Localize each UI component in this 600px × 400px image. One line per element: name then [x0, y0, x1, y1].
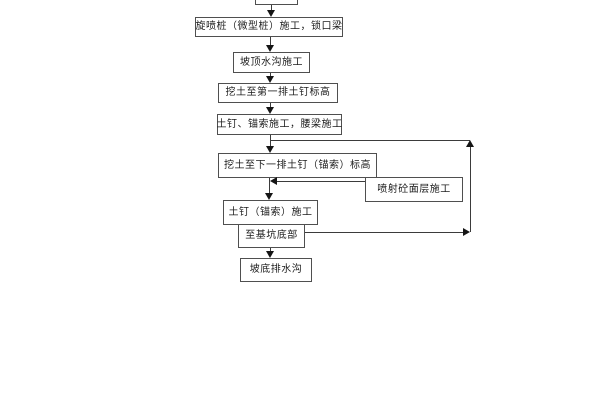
connector-line	[271, 5, 272, 12]
shotcrete-connector-line	[277, 181, 365, 182]
arrow-left-icon	[270, 177, 277, 185]
connector-line	[270, 73, 271, 77]
node-label: 坡顶水沟施工	[240, 56, 303, 68]
node-label: 挖土至下一排土钉（锚索）标高	[224, 159, 371, 171]
node-label: 土钉、锚索施工，腰梁施工	[216, 118, 343, 130]
loop-return-line	[270, 140, 470, 141]
node-slope-top-ditch: 坡顶水沟施工	[233, 52, 310, 73]
node-label: 至基坑底部	[245, 230, 298, 241]
arrow-down-icon	[267, 10, 275, 17]
node-excavate-first-row: 挖土至第一排土钉标高	[218, 83, 338, 103]
node-label: 土钉（锚索）施工	[228, 206, 313, 218]
connector-line	[270, 135, 271, 147]
connector-line	[270, 103, 271, 108]
node-slope-bottom-drain: 坡底排水沟	[240, 258, 312, 282]
connector-line	[270, 248, 271, 252]
node-top-cut-off	[255, 0, 298, 5]
arrow-down-icon	[266, 76, 274, 83]
arrow-down-icon	[266, 107, 274, 114]
node-label: 喷射砼面层施工	[377, 183, 451, 195]
node-nail-anchor-construction: 土钉（锚索）施工	[223, 200, 318, 225]
node-reach-pit-bottom: 至基坑底部	[238, 224, 305, 248]
connector-line	[269, 178, 270, 194]
arrow-down-icon	[266, 146, 274, 153]
arrow-right-icon	[463, 228, 470, 236]
arrow-up-icon	[466, 140, 474, 147]
node-label: 旋喷桩（微型桩）施工，锁口梁	[195, 21, 343, 32]
node-nail-anchor-waist-beam: 土钉、锚索施工，腰梁施工	[217, 114, 342, 135]
arrow-down-icon	[266, 45, 274, 52]
node-label: 挖土至第一排土钉标高	[225, 87, 331, 98]
loop-out-line	[305, 232, 463, 233]
arrow-down-icon	[266, 251, 274, 258]
node-shotcrete-face-layer: 喷射砼面层施工	[365, 177, 463, 202]
arrow-down-icon	[265, 193, 273, 200]
node-jet-grouting-pile: 旋喷桩（微型桩）施工，锁口梁	[195, 17, 343, 37]
node-label: 坡底排水沟	[249, 264, 303, 275]
node-excavate-next-row: 挖土至下一排土钉（锚索）标高	[218, 153, 377, 178]
loop-vertical-line	[470, 147, 471, 232]
connector-line	[270, 37, 271, 46]
